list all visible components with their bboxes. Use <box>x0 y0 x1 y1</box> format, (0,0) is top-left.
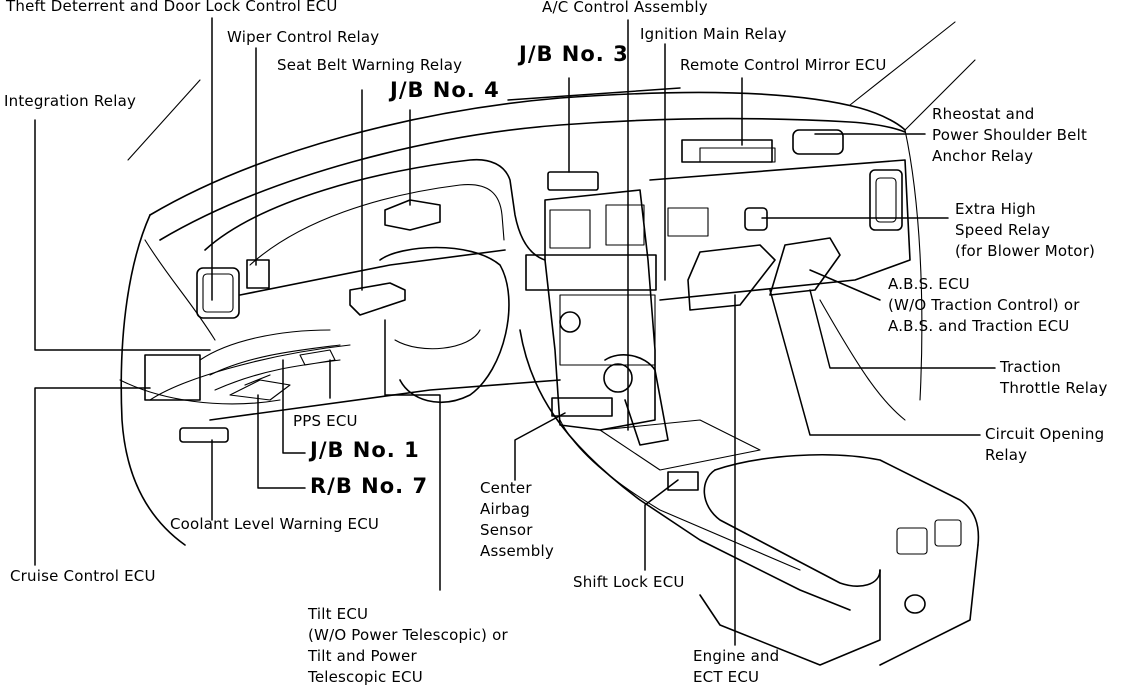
cluster-lower-edge <box>239 249 506 296</box>
knee-panel <box>149 344 351 401</box>
label-shift-lock-ecu: Shift Lock ECU <box>573 573 685 591</box>
label-coolant-level-warning-ecu: Coolant Level Warning ECU <box>170 515 380 533</box>
windshield-line-left <box>127 79 201 161</box>
leader-airbag <box>514 412 566 481</box>
label-pps-ecu: PPS ECU <box>293 412 358 430</box>
leader-rb7 <box>257 394 306 489</box>
label-rheostat: Rheostat and Power Shoulder Belt Anchor … <box>932 105 1088 165</box>
wiper-relay-box <box>246 259 270 289</box>
left-trim-curve <box>119 379 281 405</box>
label-center-airbag-sensor-assembly: Center Airbag Sensor Assembly <box>480 479 554 560</box>
cluster-hood <box>204 158 546 261</box>
console-left <box>519 329 851 611</box>
armrest-end <box>699 569 881 666</box>
shift-lever <box>604 354 669 446</box>
label-jb-no-4: J/B No. 4 <box>390 78 500 102</box>
armrest-right <box>879 544 979 666</box>
label-integration-relay: Integration Relay <box>4 92 137 110</box>
small-switch-block <box>667 207 709 237</box>
jb4-box <box>384 199 441 231</box>
leader-abs <box>809 269 881 301</box>
label-jb-no-3: J/B No. 3 <box>519 42 629 66</box>
label-seat-belt-warning-relay: Seat Belt Warning Relay <box>277 56 463 74</box>
dash-left-edge <box>120 214 186 546</box>
label-wiper-control-relay: Wiper Control Relay <box>227 28 380 46</box>
label-abs-ecu: A.B.S. ECU (W/O Traction Control) or A.B… <box>888 275 1080 335</box>
control-knob <box>559 311 581 333</box>
rheostat-box <box>792 129 844 155</box>
label-traction-throttle-relay: Traction Throttle Relay <box>1000 358 1108 397</box>
label-theft-deterrent: Theft Deterrent and Door Lock Control EC… <box>6 0 338 15</box>
label-jb-no-1: J/B No. 1 <box>310 438 420 462</box>
label-tilt-ecu: Tilt ECU (W/O Power Telescopic) or Tilt … <box>308 605 508 686</box>
leader-circuit-opening <box>769 289 981 436</box>
leader-jb1 <box>282 359 306 454</box>
leader-integration <box>34 119 211 351</box>
steering-wheel <box>379 246 510 403</box>
ignition-relay-box <box>681 139 773 163</box>
cluster-hood-inner <box>249 184 505 266</box>
leader-shift-lock <box>644 479 679 571</box>
console-inner <box>559 419 801 571</box>
steering-hub <box>394 329 481 350</box>
shift-lock-box <box>667 471 699 491</box>
coolant-level-box <box>179 427 229 443</box>
climate-unit <box>559 294 656 366</box>
shift-gate <box>599 419 761 471</box>
label-ignition-main-relay: Ignition Main Relay <box>640 25 787 43</box>
label-engine-ect-ecu: Engine and ECT ECU <box>693 647 780 686</box>
dash-right-face <box>649 159 911 301</box>
rear-vent-left <box>896 527 928 555</box>
label-circuit-opening-relay: Circuit Opening Relay <box>985 425 1105 464</box>
shift-knob <box>603 363 633 393</box>
armrest-front <box>703 469 881 587</box>
leader-tilt <box>384 319 441 591</box>
abs-ecu-box <box>769 237 841 296</box>
right-vent <box>869 169 903 231</box>
windshield-line-right <box>849 21 956 106</box>
leader-jb4-right <box>507 87 681 101</box>
a-pillar-right <box>904 59 976 131</box>
label-remote-control-mirror-ecu: Remote Control Mirror ECU <box>680 56 887 74</box>
armrest-top <box>714 454 980 546</box>
label-cruise-control-ecu: Cruise Control ECU <box>10 567 156 585</box>
remote-mirror-box <box>699 147 776 163</box>
engine-ecu-box <box>687 244 776 311</box>
leader-cruise <box>34 387 151 566</box>
center-display-right <box>605 204 645 246</box>
dash-top-outer-curve <box>149 91 906 216</box>
extra-high-speed-box <box>744 207 768 231</box>
dash-left-face <box>144 239 216 341</box>
left-vent <box>196 267 240 319</box>
label-ac-control-assembly: A/C Control Assembly <box>542 0 708 16</box>
right-glovebox-curve <box>819 299 906 421</box>
center-stack-outline <box>544 189 656 431</box>
cruise-control-box <box>144 354 201 401</box>
left-vent-inner <box>202 273 234 313</box>
center-display-left <box>549 209 591 249</box>
seat-belt-relay-box <box>349 282 406 316</box>
right-vent-inner <box>875 177 897 223</box>
radio-unit <box>525 254 657 291</box>
rear-vent-right <box>934 519 962 547</box>
rear-lighter <box>904 594 926 614</box>
airbag-sensor-box <box>551 397 613 417</box>
dash-top-inner-curve <box>159 117 906 241</box>
wiring-cluster <box>199 329 341 401</box>
label-extra-high-speed-relay: Extra High Speed Relay (for Blower Motor… <box>955 200 1096 260</box>
leader-traction <box>809 289 996 369</box>
jb3-box <box>547 171 599 191</box>
label-rb-no-7: R/B No. 7 <box>310 474 429 498</box>
right-kick-panel <box>904 129 923 401</box>
